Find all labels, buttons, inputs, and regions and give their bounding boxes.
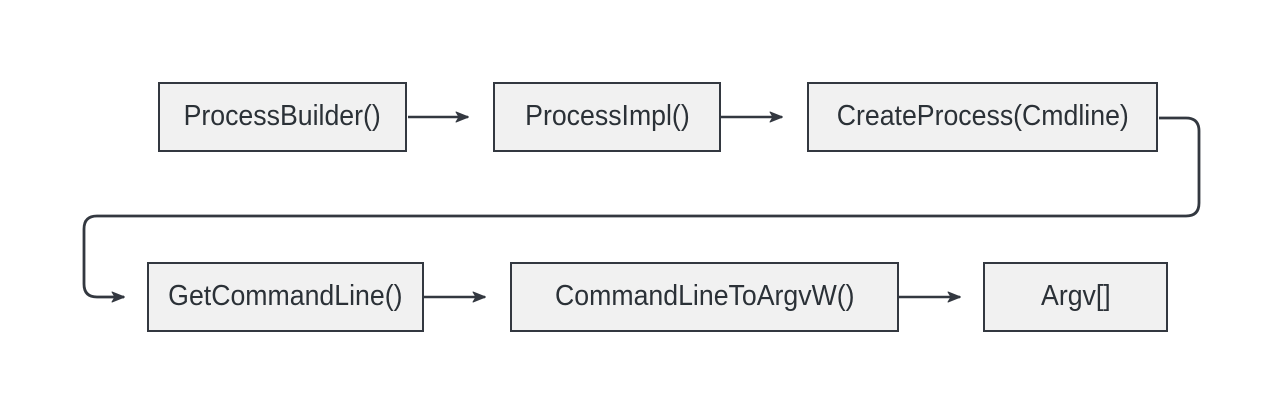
node-createprocess-label: CreateProcess(Cmdline) — [836, 99, 1129, 132]
edge-createprocess-to-getcommandline — [82, 116, 1201, 303]
node-argv-label: Argv[] — [1040, 279, 1111, 312]
node-processbuilder-label: ProcessBuilder() — [183, 99, 382, 132]
node-createprocess: CreateProcess(Cmdline) — [807, 82, 1158, 152]
node-processimpl-label: ProcessImpl() — [524, 99, 690, 132]
node-getcommandline-label: GetCommandLine() — [168, 279, 403, 312]
node-argv: Argv[] — [983, 262, 1168, 332]
node-commandlinetoargvw-label: CommandLineToArgvW() — [554, 279, 855, 312]
node-getcommandline: GetCommandLine() — [147, 262, 424, 332]
node-processbuilder: ProcessBuilder() — [158, 82, 407, 152]
node-processimpl: ProcessImpl() — [493, 82, 721, 152]
node-commandlinetoargvw: CommandLineToArgvW() — [510, 262, 899, 332]
